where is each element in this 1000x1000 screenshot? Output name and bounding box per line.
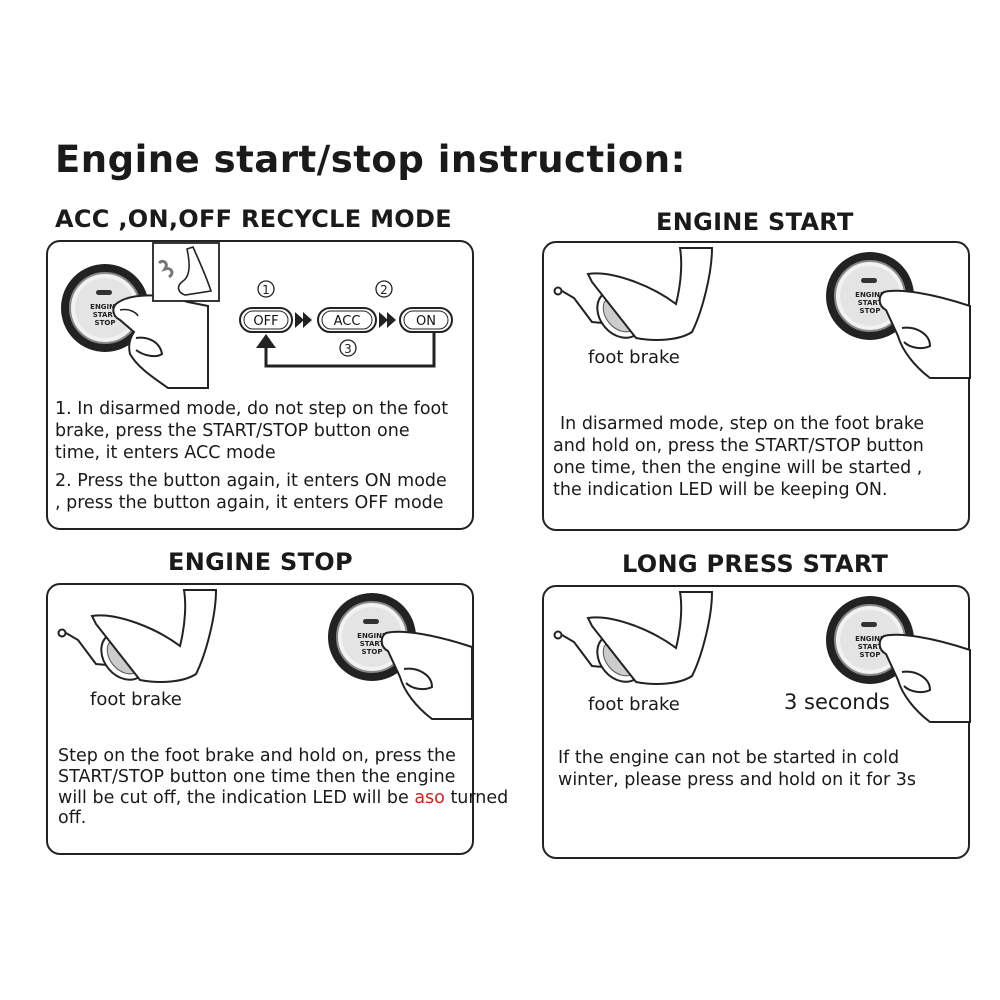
engine-stop-text-line-4: off. xyxy=(58,808,87,828)
engine-start-text-line-3: one time, then the engine will be starte… xyxy=(553,458,923,478)
svg-text:1: 1 xyxy=(262,283,270,297)
engine-start-heading: ENGINE START xyxy=(656,208,854,236)
engine-stop-heading: ENGINE STOP xyxy=(168,548,353,576)
svg-text:STOP: STOP xyxy=(860,651,881,659)
svg-text:START: START xyxy=(858,299,883,307)
long-press-text-line-1: If the engine can not be started in cold xyxy=(558,748,900,768)
state-acc: ACC xyxy=(334,314,361,329)
page-title: Engine start/stop instruction: xyxy=(55,138,686,181)
foot-on-brake-icon xyxy=(57,589,218,683)
engine-start-text-line-4: the indication LED will be keeping ON. xyxy=(553,480,888,500)
engine-start-text-line-2: and hold on, press the START/STOP button xyxy=(553,436,924,456)
svg-text:START: START xyxy=(858,643,883,651)
foot-off-pedal-icon xyxy=(152,242,220,302)
typo-highlight: aso xyxy=(414,788,445,808)
button-text-stop: STOP xyxy=(95,319,116,327)
acc-text-line-2: brake, press the START/STOP button one xyxy=(55,421,410,441)
acc-text-line-3: time, it enters ACC mode xyxy=(55,443,276,463)
state-on: ON xyxy=(416,314,436,329)
svg-text:STOP: STOP xyxy=(362,648,383,656)
svg-text:ENGINE: ENGINE xyxy=(357,632,387,640)
engine-stop-text-line-1: Step on the foot brake and hold on, pres… xyxy=(58,746,456,766)
button-text-start: START xyxy=(93,311,118,319)
svg-text:ENGINE: ENGINE xyxy=(855,291,885,299)
engine-stop-foot-label: foot brake xyxy=(90,689,182,710)
acc-panel xyxy=(46,240,474,530)
svg-text:START: START xyxy=(360,640,385,648)
long-press-text-line-2: winter, please press and hold on it for … xyxy=(558,770,916,790)
long-press-foot-label: foot brake xyxy=(588,694,680,715)
start-stop-button-press-icon: ENGINE START STOP xyxy=(328,593,473,720)
svg-text:2: 2 xyxy=(380,283,388,297)
svg-text:ENGINE: ENGINE xyxy=(855,635,885,643)
engine-start-panel xyxy=(542,241,970,531)
acc-section-heading: ACC ,ON,OFF RECYCLE MODE xyxy=(55,205,452,233)
long-press-heading: LONG PRESS START xyxy=(622,550,889,578)
svg-text:STOP: STOP xyxy=(860,307,881,315)
start-stop-button-press-icon: ENGINE START STOP xyxy=(826,252,971,379)
state-off: OFF xyxy=(253,314,278,329)
engine-stop-text-line-2: START/STOP button one time then the engi… xyxy=(58,767,456,787)
acc-text-line-1: 1. In disarmed mode, do not step on the … xyxy=(55,399,449,419)
start-stop-button-press-icon: ENGINE START STOP xyxy=(826,596,971,723)
long-press-seconds-label: 3 seconds xyxy=(784,690,890,714)
start-stop-button-icon: ENGINE START STOP xyxy=(61,264,209,389)
engine-stop-text-line-3: will be cut off, the indication LED will… xyxy=(58,787,508,809)
foot-on-brake-icon xyxy=(553,247,714,341)
mode-cycle-diagram: 1 2 OFF ACC ON 3 xyxy=(239,280,453,368)
engine-start-text-line-1: In disarmed mode, step on the foot brake xyxy=(560,414,925,434)
button-text-engine: ENGINE xyxy=(90,303,120,311)
engine-stop-text-line-3-suffix: turned xyxy=(444,788,509,808)
engine-stop-text-line-3-prefix: will be cut off, the indication LED will… xyxy=(58,788,415,808)
acc-text-line-4: 2. Press the button again, it enters ON … xyxy=(55,471,447,491)
foot-on-brake-icon xyxy=(553,591,714,685)
svg-text:3: 3 xyxy=(344,342,352,356)
acc-text-line-5: , press the button again, it enters OFF … xyxy=(55,493,444,513)
engine-start-foot-label: foot brake xyxy=(588,347,680,368)
